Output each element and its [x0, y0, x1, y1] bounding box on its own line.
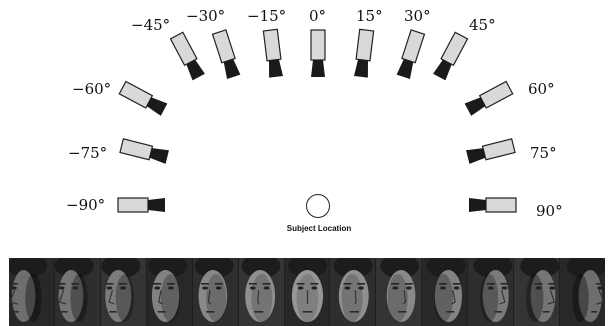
face-image [330, 258, 376, 326]
camera-neg90 [118, 198, 165, 212]
face-image [147, 258, 193, 326]
camera-body [402, 30, 425, 63]
camera-neg60 [119, 81, 167, 115]
face-image [468, 258, 514, 326]
camera-body [311, 30, 325, 60]
camera-body [119, 81, 152, 107]
camera-angle-label: −90° [66, 198, 105, 213]
face-image [55, 258, 101, 326]
camera-lens [311, 60, 325, 77]
face-pose-strip [9, 258, 605, 326]
face-image [422, 258, 468, 326]
face-image [285, 258, 331, 326]
subject-location-marker [306, 194, 330, 218]
camera-angle-label: 45° [469, 18, 496, 33]
camera-lens [148, 198, 165, 212]
camera-neg15 [263, 29, 283, 77]
face-image [193, 258, 239, 326]
camera-angle-label: −45° [131, 18, 170, 33]
camera-angle-label: −30° [186, 9, 225, 24]
face-image [101, 258, 147, 326]
camera-15 [354, 29, 374, 77]
camera-90 [469, 198, 516, 212]
camera-body [263, 29, 281, 60]
camera-30 [397, 30, 425, 79]
camera-body [356, 29, 374, 60]
camera-body [483, 139, 515, 160]
camera-angle-label: 30° [404, 9, 431, 24]
camera-lens [149, 146, 169, 164]
camera-angle-label: 60° [528, 82, 555, 97]
camera-body [480, 81, 513, 107]
camera-angle-label: 0° [309, 9, 326, 24]
camera-neg45 [170, 32, 204, 80]
camera-angle-label: −15° [247, 9, 286, 24]
camera-angle-label: −60° [72, 82, 111, 97]
camera-angle-label: 90° [536, 204, 563, 219]
camera-body [441, 32, 467, 65]
face-image [560, 258, 605, 326]
face-image [376, 258, 422, 326]
camera-body [170, 32, 196, 65]
camera-body [213, 30, 236, 63]
camera-lens [466, 146, 486, 164]
subject-location-label: Subject Location [284, 224, 354, 233]
camera-body [118, 198, 148, 212]
camera-angle-label: 15° [356, 9, 383, 24]
camera-75 [466, 139, 515, 164]
camera-body [120, 139, 152, 160]
camera-angle-label: −75° [68, 146, 107, 161]
camera-angle-label: 75° [530, 146, 557, 161]
camera-lens [267, 59, 283, 78]
camera-lens [469, 198, 486, 212]
face-image [514, 258, 560, 326]
camera-neg75 [120, 139, 169, 164]
camera-neg30 [213, 30, 241, 79]
camera-45 [433, 32, 467, 80]
face-image [9, 258, 55, 326]
camera-lens [354, 59, 370, 78]
camera-60 [465, 81, 513, 115]
camera-0 [311, 30, 325, 77]
camera-body [486, 198, 516, 212]
face-image [239, 258, 285, 326]
